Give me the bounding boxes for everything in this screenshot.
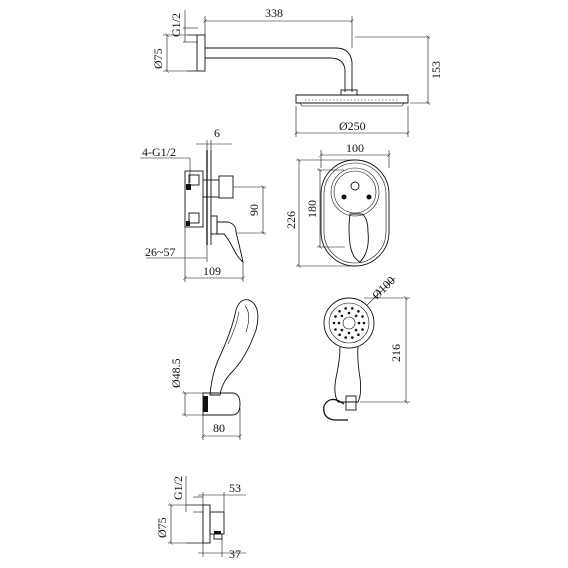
dim-trim-inner-height: 180 xyxy=(305,200,319,218)
dim-elbow-flange-dia: Ø75 xyxy=(155,517,169,538)
nozzle-dot xyxy=(344,336,348,339)
nozzle-dot xyxy=(340,328,344,332)
dim-elbow-depth: 53 xyxy=(229,481,241,495)
nozzle-dot xyxy=(332,321,336,325)
nozzle-dot xyxy=(357,333,360,337)
nozzle-dot xyxy=(357,321,361,325)
shower-head xyxy=(295,94,409,104)
nozzle-dot xyxy=(337,321,341,325)
dim-shower-flange-thread: G1/2 xyxy=(169,13,183,37)
dim-hand-shower-holder-depth: 80 xyxy=(213,421,225,435)
dim-valve-body-height: 90 xyxy=(247,204,261,216)
nozzle-dot xyxy=(362,321,366,325)
hand-shower-front-view: Ø100 216 xyxy=(323,273,410,421)
dim-valve-total-depth: 109 xyxy=(203,264,221,278)
wall-elbow-side-view: G1/2 53 Ø75 37 xyxy=(155,476,246,561)
hand-shower-side-view: Ø48.5 80 xyxy=(169,299,259,440)
elbow-flange xyxy=(202,504,211,544)
nozzle-dot xyxy=(340,314,344,318)
hand-shower-face xyxy=(323,297,375,349)
nozzle-dot xyxy=(338,333,341,337)
nozzle-dot xyxy=(351,307,354,310)
dim-valve-ports: 4-G1/2 xyxy=(142,145,176,159)
valve-handle xyxy=(216,221,244,264)
hand-shower-holder xyxy=(202,392,241,416)
dim-trim-outer-height: 226 xyxy=(284,211,298,229)
trim-plate-front-view: 100 180 226 xyxy=(284,141,389,266)
dim-hand-shower-handle-dia: Ø48.5 xyxy=(169,358,183,388)
nozzle-dot xyxy=(361,315,364,318)
nozzle-dot xyxy=(334,328,337,331)
dim-trim-width: 100 xyxy=(346,141,364,155)
nozzle-dot xyxy=(338,310,341,313)
wall-flange xyxy=(196,34,206,72)
dim-elbow-outlet: 37 xyxy=(229,547,241,561)
dim-hand-shower-length: 216 xyxy=(389,344,403,362)
concealed-valve-side-view: 4-G1/2 6 90 26~57 109 xyxy=(140,126,266,282)
trim-lever xyxy=(348,213,369,263)
dim-shower-flange-dia: Ø75 xyxy=(151,48,165,69)
nozzle-dot xyxy=(361,328,364,331)
dim-valve-plate-offset: 6 xyxy=(214,126,220,140)
dim-valve-depth-range: 26~57 xyxy=(145,245,176,259)
dim-shower-head-dia: Ø250 xyxy=(339,119,366,133)
nozzle-dot xyxy=(357,310,360,313)
shower-arm xyxy=(205,47,353,92)
nozzle-dot xyxy=(354,314,358,318)
nozzle-dot xyxy=(351,336,354,339)
overhead-shower-view: 338 G1/2 Ø75 153 Ø250 xyxy=(151,6,443,137)
nozzle-dot xyxy=(334,315,337,318)
dim-shower-arm-length: 338 xyxy=(265,6,283,20)
nozzle-dot xyxy=(347,331,351,335)
hand-shower-body xyxy=(209,299,259,396)
valve-body xyxy=(184,170,204,228)
dim-elbow-thread: G1/2 xyxy=(171,476,185,500)
nozzle-dot xyxy=(344,307,348,310)
nozzle-dot xyxy=(354,328,358,332)
dim-shower-drop-height: 153 xyxy=(429,61,443,79)
wall-holder xyxy=(323,398,348,421)
nozzle-dot xyxy=(347,311,351,315)
